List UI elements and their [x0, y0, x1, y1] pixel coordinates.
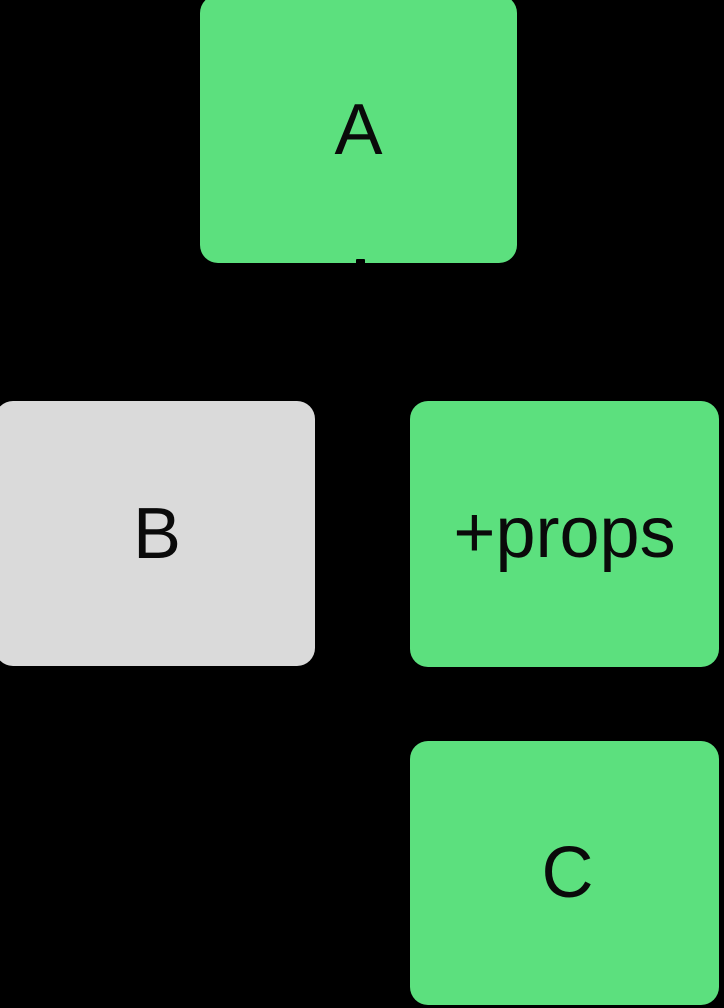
node-props[interactable]: +props	[410, 401, 719, 667]
node-c[interactable]: C	[410, 741, 719, 1005]
node-a-port-nub[interactable]	[356, 259, 365, 264]
node-a[interactable]: A	[200, 0, 517, 263]
node-b[interactable]: B	[0, 401, 315, 666]
node-a-label: A	[334, 90, 383, 170]
node-props-label: +props	[453, 493, 676, 573]
node-c-label: C	[541, 833, 594, 913]
node-b-label: B	[132, 493, 182, 574]
